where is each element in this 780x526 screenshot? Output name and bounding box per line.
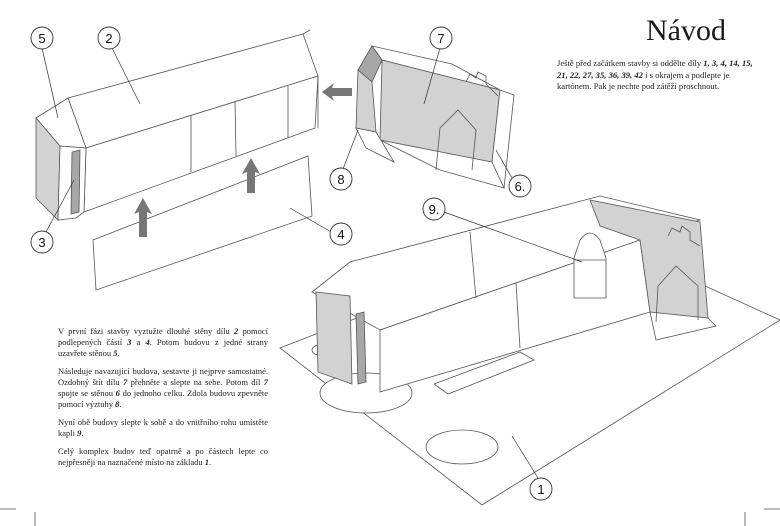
step-text: a	[131, 337, 146, 347]
wall-7	[379, 59, 501, 163]
step-paragraph: Následuje navazující budova, sestavte ji…	[58, 366, 268, 410]
step-text: přehněte a slepte na sebe. Potom díl	[127, 377, 264, 387]
callout-4	[329, 222, 353, 246]
page-title: Návod	[646, 14, 726, 47]
building-gable-exploded	[322, 45, 515, 190]
callout-9	[422, 197, 446, 221]
chapel-9	[573, 232, 607, 299]
callout-1	[529, 477, 553, 501]
callouts: 5 2 3 4 7 8 6. 9. 1	[30, 26, 583, 501]
intro-line1: Ještě před začátkem stavby si oddělte dí…	[557, 58, 702, 68]
step-text: spojte se stěnou	[58, 388, 116, 398]
callout-7-label: 7	[437, 31, 444, 46]
step-text: Nyní obě budovy slepte k sobě a do vnitř…	[58, 417, 268, 438]
assembled-model	[279, 195, 780, 506]
callout-3-label: 3	[38, 235, 45, 250]
step-paragraph: Celý komplex budov teď opatrně a po část…	[58, 446, 268, 468]
arrow-left	[322, 83, 352, 101]
arrow-up-2	[242, 158, 260, 193]
strip-3	[70, 149, 81, 215]
step-text: . Potom budovu z jedné strany uzavřete s…	[58, 337, 268, 358]
stiffener-panel-4	[92, 155, 313, 291]
intro-text: Ještě před začátkem stavby si oddělte dí…	[557, 58, 762, 93]
callout-8-label: 8	[337, 172, 344, 187]
part-ref: 6	[115, 388, 120, 398]
step-text: .	[119, 399, 122, 409]
part-ref: 2	[234, 326, 239, 336]
part-ref: 8	[115, 399, 120, 409]
part-ref: 4	[145, 337, 150, 347]
callout-2-label: 2	[105, 31, 112, 46]
step-text: V první fázi stavby vyztužte dlouhé stěn…	[58, 326, 234, 336]
callout-6	[508, 174, 532, 198]
crop-marks	[0, 508, 780, 526]
step-text: Následuje navazující budova, sestavte ji…	[58, 366, 268, 387]
step-text: pomocí podlepených částí	[58, 326, 269, 347]
callout-9-label: 9.	[429, 202, 440, 217]
step-text: .	[81, 428, 84, 438]
step-paragraph: Nyní obě budovy slepte k sobě a do vnitř…	[58, 417, 268, 439]
part-ref: 7	[263, 377, 268, 387]
callout-3	[30, 230, 54, 254]
building-long-exploded	[35, 29, 319, 291]
step-text: .	[209, 457, 212, 467]
callout-4-label: 4	[337, 227, 344, 242]
step-text: Celý komplex budov teď opatrně a po část…	[58, 446, 268, 467]
callout-1-label: 1	[537, 482, 544, 497]
intro-parts-list: 1, 3, 4, 14, 15, 21, 22, 27, 35, 36, 39,…	[557, 58, 753, 80]
part-ref: 5	[113, 348, 118, 358]
part-ref: 7	[122, 377, 128, 387]
callout-2	[97, 26, 121, 50]
instruction-steps: V první fázi stavby vyztužte dlouhé stěn…	[58, 326, 268, 475]
intro-line3: i s okrajem a podlepte je kartónem. Pak …	[557, 69, 730, 92]
callout-8	[329, 167, 353, 191]
step-paragraph: V první fázi stavby vyztužte dlouhé stěn…	[58, 326, 268, 359]
step-text: do jednoho celku. Zdola budovu zpevněte …	[58, 388, 268, 409]
gable-end-assembled	[315, 291, 353, 385]
part-ref: 3	[127, 337, 132, 347]
part-ref: 1	[204, 457, 210, 467]
callout-5-label: 5	[38, 31, 45, 46]
callout-6-label: 6.	[515, 179, 526, 194]
arrow-up-1	[134, 198, 152, 237]
part-ref: 9	[77, 428, 82, 438]
callout-5	[30, 26, 54, 50]
step-text: .	[117, 348, 120, 358]
callout-7	[429, 26, 453, 50]
